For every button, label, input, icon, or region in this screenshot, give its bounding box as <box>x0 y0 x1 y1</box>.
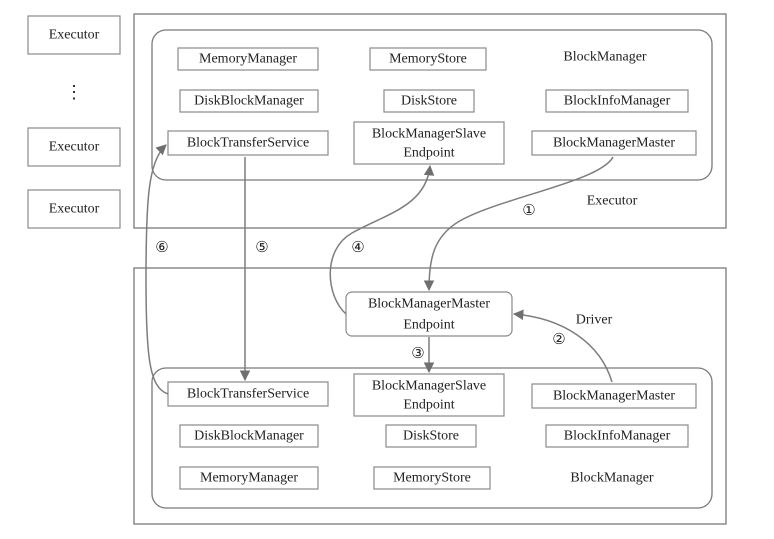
message-arrows <box>145 144 614 395</box>
executor-block-manager-master-label: BlockManagerMaster <box>553 136 675 151</box>
driver-caption: Driver <box>576 313 613 328</box>
executor-label-2: Executor <box>49 140 100 155</box>
driver-block-manager-master-box <box>531 383 697 409</box>
driver-block-transfer-service-box <box>167 381 329 407</box>
arrow-step-1 <box>423 156 614 292</box>
driver-block-info-manager-box <box>545 424 689 448</box>
executor-block-info-manager-box <box>545 89 689 113</box>
executor-box-2 <box>27 127 121 167</box>
executor-box-1 <box>27 15 121 55</box>
step-label-5: ⑤ <box>255 240 268 256</box>
step-label-1: ① <box>522 203 535 219</box>
driver-disk-store-label: DiskStore <box>403 429 459 444</box>
driver-memory-manager-label: MemoryManager <box>200 471 298 486</box>
driver-slave-endpoint-label-1: BlockManagerSlave <box>372 379 486 394</box>
executor-memory-store-box <box>369 47 487 71</box>
driver-master-endpoint-label-1: BlockManagerMaster <box>368 297 490 312</box>
executor-slave-endpoint-label-2: Endpoint <box>403 146 454 161</box>
driver-slave-endpoint-label-2: Endpoint <box>403 398 454 413</box>
driver-disk-block-manager-box <box>179 424 319 448</box>
executor-memory-manager-label: MemoryManager <box>199 52 297 67</box>
executor-block-info-manager-label: BlockInfoManager <box>564 94 671 109</box>
executor-ellipsis: ⋮ <box>65 82 83 102</box>
step-label-2: ② <box>552 332 565 348</box>
step-label-4: ④ <box>351 240 364 256</box>
executor-box-3 <box>27 189 121 229</box>
step-label-6: ⑥ <box>155 240 168 256</box>
executor-disk-store-box <box>383 89 475 113</box>
executor-frame: BlockManager MemoryManager MemoryStore D… <box>133 13 727 229</box>
driver-slave-endpoint-box <box>353 373 505 417</box>
executor-list: Executor ⋮ Executor Executor <box>27 15 121 229</box>
executor-label-1: Executor <box>49 28 100 43</box>
driver-block-manager-master-label: BlockManagerMaster <box>553 389 675 404</box>
executor-disk-block-manager-box <box>179 89 319 113</box>
executor-block-manager-master-box <box>531 130 697 156</box>
executor-disk-block-manager-label: DiskBlockManager <box>194 94 304 109</box>
step-label-3: ③ <box>411 346 424 362</box>
executor-caption: Executor <box>587 194 638 209</box>
step-labels: ① ② ③ ④ ⑤ ⑥ <box>155 203 565 362</box>
executor-memory-store-label: MemoryStore <box>389 52 467 67</box>
executor-outer-frame <box>133 13 727 229</box>
executor-memory-manager-box <box>177 47 319 71</box>
executor-block-transfer-service-label: BlockTransferService <box>187 136 309 151</box>
executor-slave-endpoint-box <box>353 121 505 165</box>
driver-frame: BlockManagerMaster Endpoint Driver Block… <box>133 267 727 525</box>
executor-blockmanager-title: BlockManager <box>563 50 647 65</box>
executor-blockmanager-group <box>151 29 713 181</box>
arrow-step-2 <box>512 309 613 383</box>
executor-slave-endpoint-label-1: BlockManagerSlave <box>372 127 486 142</box>
executor-block-transfer-service-box <box>167 130 329 156</box>
driver-memory-store-box <box>373 466 491 490</box>
executor-disk-store-label: DiskStore <box>401 94 457 109</box>
driver-master-endpoint-label-2: Endpoint <box>403 318 454 333</box>
driver-block-transfer-service-label: BlockTransferService <box>187 387 309 402</box>
driver-blockmanager-title: BlockManager <box>570 471 654 486</box>
executor-label-3: Executor <box>49 202 100 217</box>
arrow-step-6 <box>145 144 169 395</box>
arrow-step-4 <box>329 164 435 315</box>
driver-disk-store-box <box>385 424 477 448</box>
driver-disk-block-manager-label: DiskBlockManager <box>194 429 304 444</box>
driver-block-info-manager-label: BlockInfoManager <box>564 429 671 444</box>
driver-memory-manager-box <box>179 466 319 490</box>
driver-memory-store-label: MemoryStore <box>393 471 471 486</box>
